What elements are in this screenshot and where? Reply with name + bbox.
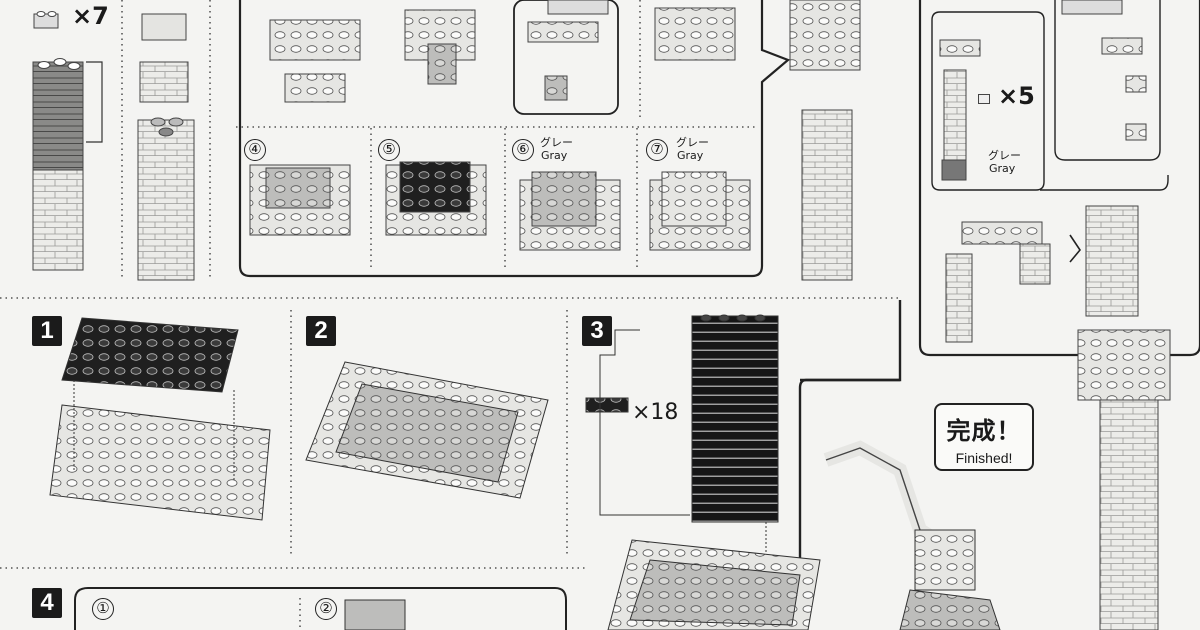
multiplier-x5: ×5	[998, 82, 1035, 110]
step-4-badge: 4	[32, 588, 62, 618]
substep-5: ⑤	[378, 139, 400, 161]
step-1-badge: 1	[32, 316, 62, 346]
gray-label-en: Gray	[989, 162, 1016, 175]
substep-b2: ②	[315, 598, 337, 620]
step-2-badge: 2	[306, 316, 336, 346]
finished-title-en: Finished!	[955, 450, 1013, 466]
substep-b1: ①	[92, 598, 114, 620]
finished-title-jp: 完成！	[946, 417, 1022, 445]
multiplier-x18: ×18	[632, 400, 679, 425]
multiplier-x7: ×7	[72, 2, 109, 30]
substep-4: ④	[244, 139, 266, 161]
gray-label-jp: グレー	[988, 149, 1021, 162]
small-brick-icon	[978, 94, 990, 104]
gray-label-en: Gray	[677, 149, 704, 162]
gray-label-en: Gray	[541, 149, 568, 162]
finished-badge: 完成！ Finished!	[934, 403, 1034, 471]
substep-7: ⑦	[646, 139, 668, 161]
step-3-badge: 3	[582, 316, 612, 346]
substep-6: ⑥	[512, 139, 534, 161]
gray-label-jp: グレー	[676, 136, 709, 149]
gray-label-jp: グレー	[540, 136, 573, 149]
